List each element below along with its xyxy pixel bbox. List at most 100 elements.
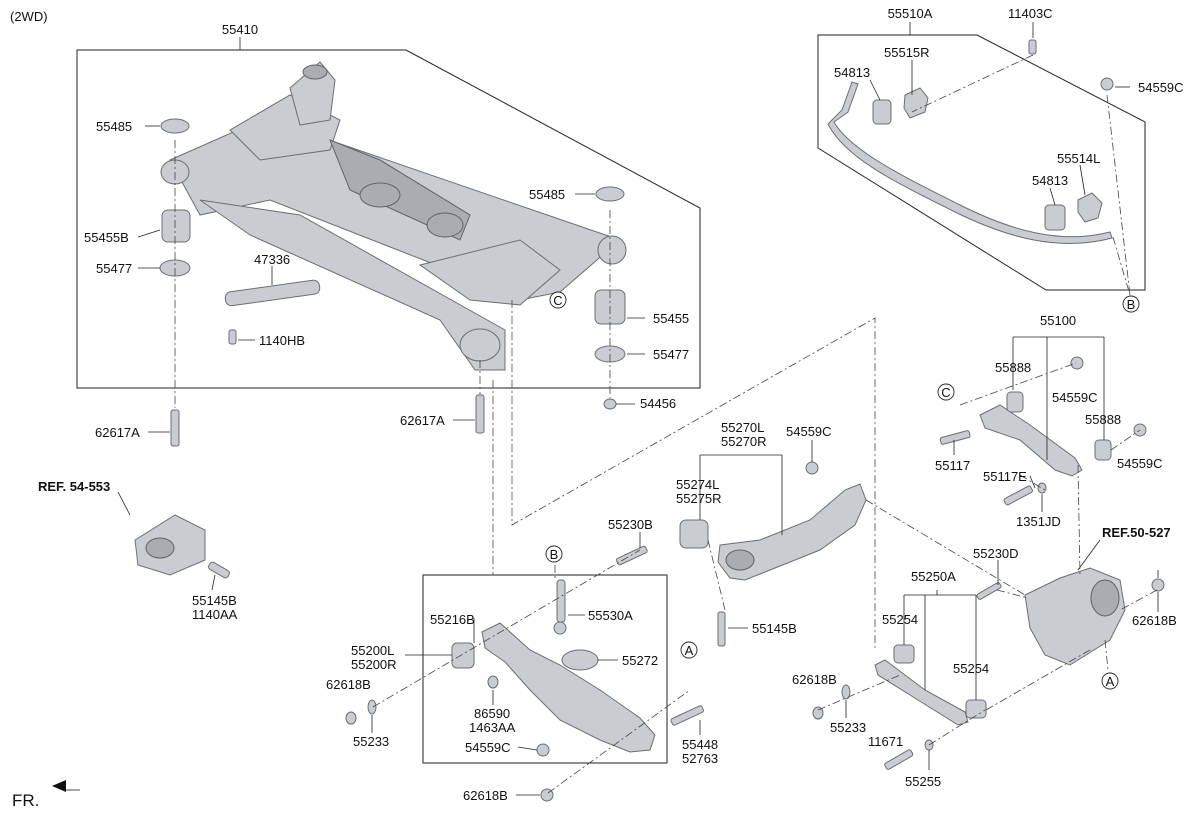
part-label-55485-left[interactable]: 55485 [96, 119, 132, 134]
part-label-55200l[interactable]: 55200L [351, 643, 394, 658]
bushing-55216b [451, 642, 475, 669]
part-label-55233-right[interactable]: 55233 [830, 720, 866, 735]
part-label-62618b-left[interactable]: 62618B [326, 677, 371, 692]
part-label-1351jd[interactable]: 1351JD [1016, 514, 1061, 529]
bolt-11671 [884, 749, 914, 770]
washer-55233-right [841, 684, 851, 700]
part-label-55274l[interactable]: 55274L [676, 477, 719, 492]
part-label-1140aa[interactable]: 1140AA [192, 607, 238, 622]
part-label-55254-left[interactable]: 55254 [882, 612, 918, 627]
part-label-54559c-trail[interactable]: 54559C [786, 424, 832, 439]
lower-arm-55200 [481, 622, 656, 753]
part-label-55485-right[interactable]: 55485 [529, 187, 565, 202]
part-label-55145b-left[interactable]: 55145B [192, 593, 237, 608]
nut-54559c-top [1100, 77, 1114, 91]
nut-62618b-left [345, 711, 357, 725]
part-label-11403c[interactable]: 11403C [1008, 6, 1053, 21]
part-label-55117e[interactable]: 55117E [983, 469, 1027, 484]
washer-55233-left [367, 699, 377, 715]
bracket-55515r [903, 87, 929, 119]
part-label-62617a-center[interactable]: 62617A [400, 413, 445, 428]
part-label-55230d[interactable]: 55230D [973, 546, 1019, 561]
part-label-55477-left[interactable]: 55477 [96, 261, 132, 276]
part-label-62618b-bottom[interactable]: 62618B [463, 788, 508, 803]
bolt-55230d [976, 582, 1002, 600]
part-label-55270l[interactable]: 55270L [721, 420, 764, 435]
link-nut-55530a [553, 621, 567, 635]
bushing-55888-upper [1006, 391, 1024, 413]
bolt-55117 [939, 430, 971, 445]
part-label-55250a[interactable]: 55250A [911, 569, 956, 584]
plug-86590 [487, 675, 499, 689]
part-label-11671[interactable]: 11671 [868, 734, 903, 749]
part-label-55145b-center[interactable]: 55145B [752, 621, 797, 636]
rear-subframe [160, 61, 627, 371]
part-label-55216b[interactable]: 55216B [430, 612, 475, 627]
part-label-54456[interactable]: 54456 [640, 396, 676, 411]
marker-c-upper-arm: C [937, 383, 955, 401]
svg-text:C: C [553, 293, 562, 308]
part-label-54559c-lower[interactable]: 54559C [465, 740, 511, 755]
assist-arm-55250a [874, 659, 969, 726]
front-direction-label: FR. [12, 791, 39, 810]
bolt-55230b [615, 545, 648, 566]
part-label-62617a-left[interactable]: 62617A [95, 425, 140, 440]
part-label-54559c-mid[interactable]: 54559C [1052, 390, 1098, 405]
part-label-55272[interactable]: 55272 [622, 653, 658, 668]
part-label-55510a[interactable]: 55510A [888, 6, 933, 21]
bolt-55448 [670, 705, 704, 726]
part-label-55233-left[interactable]: 55233 [353, 734, 389, 749]
part-label-55514l[interactable]: 55514L [1057, 151, 1100, 166]
bolt-55117e [1003, 485, 1033, 506]
part-label-55455b[interactable]: 55455B [84, 230, 129, 245]
part-label-55515r[interactable]: 55515R [884, 45, 930, 60]
nut-54456 [603, 398, 617, 410]
marker-b-lower-arm: B [545, 545, 563, 563]
svg-text:A: A [1106, 674, 1115, 689]
svg-text:A: A [685, 643, 694, 658]
part-label-55888-top[interactable]: 55888 [995, 360, 1031, 375]
part-label-55200r[interactable]: 55200R [351, 657, 397, 672]
part-label-55410[interactable]: 55410 [222, 22, 258, 37]
part-label-54559c-right[interactable]: 54559C [1117, 456, 1163, 471]
ref-50-527-label[interactable]: REF.50-527 [1102, 525, 1171, 540]
link-55530a [556, 579, 566, 623]
svg-text:B: B [550, 547, 559, 562]
part-label-62618b-right[interactable]: 62618B [1132, 613, 1177, 628]
part-label-55230b[interactable]: 55230B [608, 517, 653, 532]
lower-arm-group-box [422, 574, 668, 764]
part-label-55270r[interactable]: 55270R [721, 434, 767, 449]
part-label-47336[interactable]: 47336 [254, 252, 290, 267]
bolt-1140hb [228, 329, 237, 345]
stabilizer-group-box [817, 34, 1146, 291]
part-label-55255[interactable]: 55255 [905, 774, 941, 789]
part-label-55477-right[interactable]: 55477 [653, 347, 689, 362]
nut-62618b-right [1151, 578, 1165, 592]
stay-47336 [224, 279, 321, 307]
part-label-52763[interactable]: 52763 [682, 751, 718, 766]
part-label-55448[interactable]: 55448 [682, 737, 718, 752]
bushing-55888-lower [1094, 439, 1112, 461]
part-label-55530a[interactable]: 55530A [588, 608, 633, 623]
part-label-55455[interactable]: 55455 [653, 311, 689, 326]
part-label-54813-bottom[interactable]: 54813 [1032, 173, 1068, 188]
part-label-55888-bottom[interactable]: 55888 [1085, 412, 1121, 427]
part-label-1140hb[interactable]: 1140HB [259, 333, 305, 348]
bushing-55455b [161, 209, 191, 243]
marker-a-knuckle: A [1101, 672, 1119, 690]
nut-62618b-mid [812, 706, 824, 720]
part-label-55275r[interactable]: 55275R [676, 491, 722, 506]
part-label-54559c-top[interactable]: 54559C [1138, 80, 1184, 95]
part-label-54813-top[interactable]: 54813 [834, 65, 870, 80]
part-label-86590[interactable]: 86590 [474, 706, 510, 721]
part-label-55100[interactable]: 55100 [1040, 313, 1076, 328]
part-label-55254-right[interactable]: 55254 [953, 661, 989, 676]
ref-54-553-label[interactable]: REF. 54-553 [38, 479, 110, 494]
upper-arm-55100 [979, 404, 1083, 477]
part-label-62618b-mid[interactable]: 62618B [792, 672, 837, 687]
bushing-54813-top [872, 99, 892, 125]
bracket-55514l [1077, 192, 1103, 223]
part-label-55117[interactable]: 55117 [935, 458, 970, 473]
part-label-1463aa[interactable]: 1463AA [469, 720, 516, 735]
marker-c-subframe: C [549, 291, 567, 309]
